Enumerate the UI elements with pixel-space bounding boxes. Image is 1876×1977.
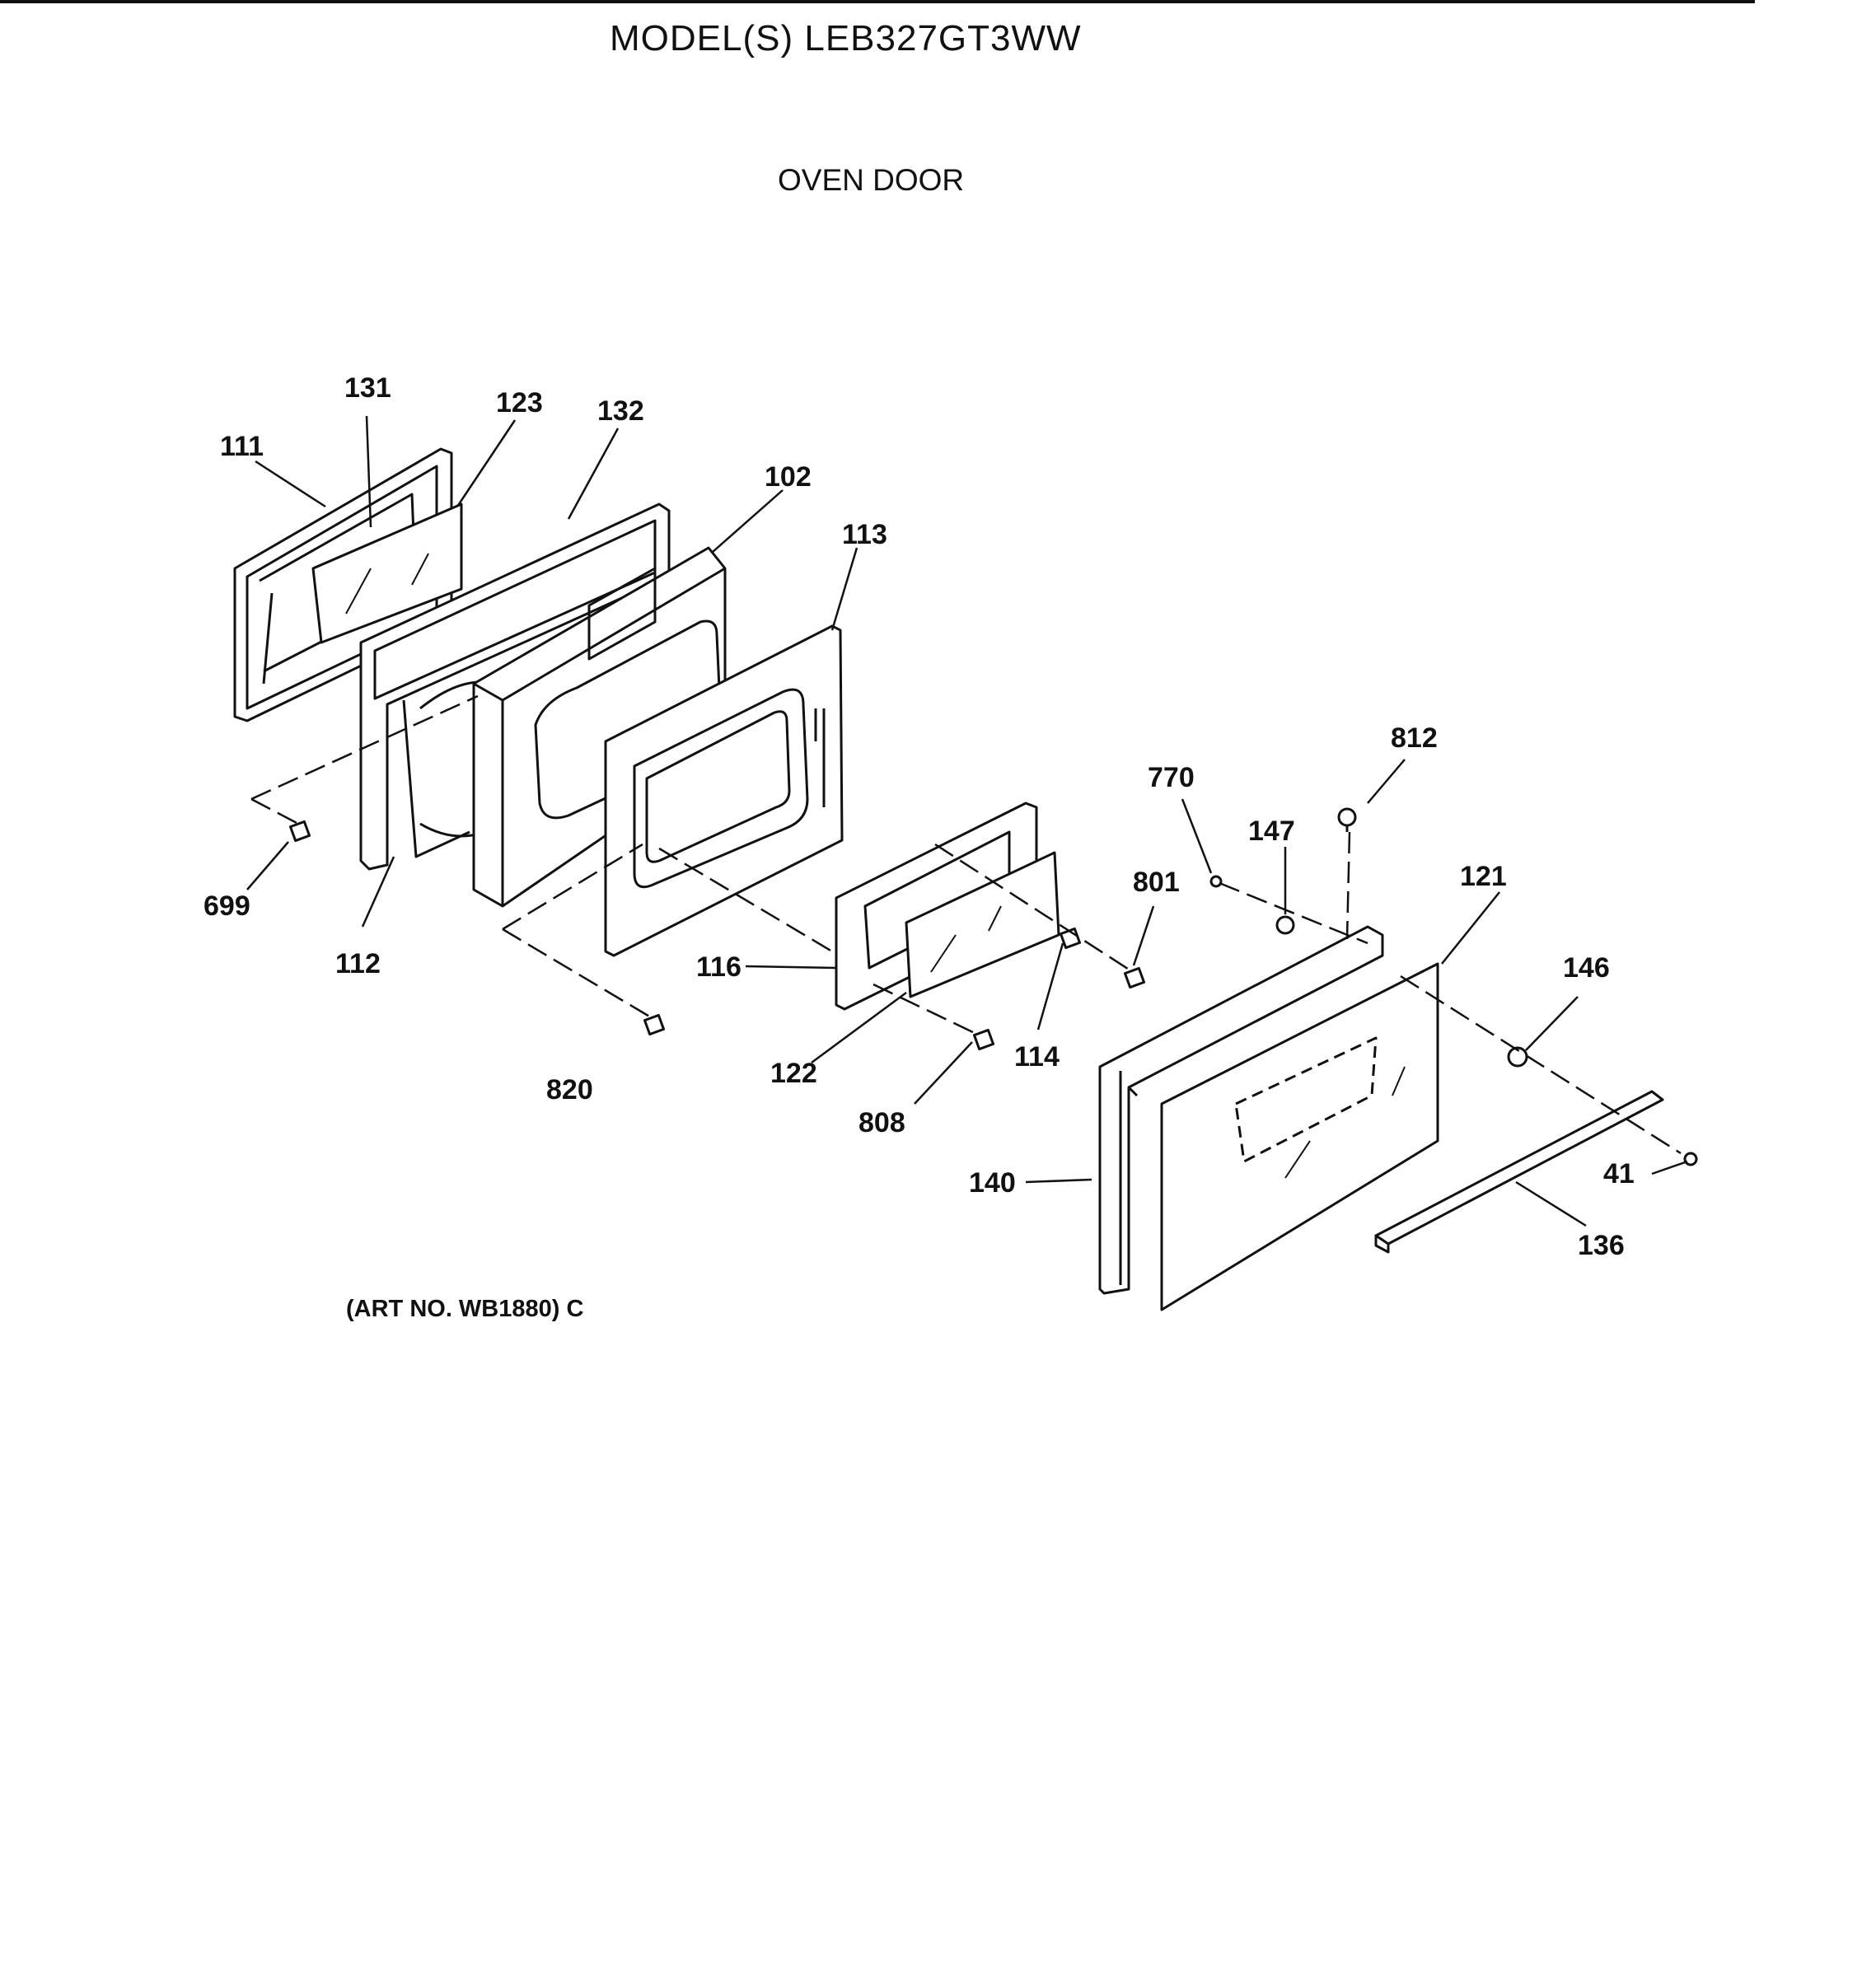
callout-131: 131 bbox=[344, 372, 391, 404]
callout-820: 820 bbox=[546, 1074, 593, 1105]
leader-lines bbox=[246, 415, 1688, 1227]
callout-132: 132 bbox=[597, 395, 644, 427]
callout-122: 122 bbox=[770, 1058, 817, 1089]
callout-116: 116 bbox=[696, 951, 742, 983]
part-122-glass bbox=[905, 851, 1060, 998]
callout-699: 699 bbox=[204, 890, 250, 922]
callout-labels: 111 131 123 132 102 113 699 112 116 820 … bbox=[204, 372, 1635, 1261]
callout-770: 770 bbox=[1148, 762, 1195, 793]
part-131-glass bbox=[311, 502, 463, 644]
part-121-outer-glass bbox=[1160, 962, 1439, 1311]
callout-812: 812 bbox=[1391, 722, 1438, 754]
callout-112: 112 bbox=[335, 948, 381, 979]
callout-41: 41 bbox=[1603, 1158, 1635, 1189]
section-title: OVEN DOOR bbox=[778, 163, 965, 197]
callout-111: 111 bbox=[220, 431, 264, 462]
callout-114: 114 bbox=[1014, 1041, 1060, 1073]
callout-147: 147 bbox=[1248, 816, 1295, 847]
callout-146: 146 bbox=[1563, 952, 1610, 984]
callout-123: 123 bbox=[496, 387, 543, 418]
callout-801: 801 bbox=[1133, 867, 1180, 898]
callout-136: 136 bbox=[1578, 1230, 1625, 1261]
assembly-lines bbox=[250, 694, 1682, 1155]
part-136-trim-strip bbox=[1374, 1090, 1664, 1254]
callout-121: 121 bbox=[1460, 861, 1507, 892]
callout-113: 113 bbox=[842, 519, 887, 550]
callout-808: 808 bbox=[858, 1107, 905, 1138]
part-140-outer-frame bbox=[1098, 925, 1384, 1295]
callout-102: 102 bbox=[765, 461, 812, 493]
part-113-door-panel bbox=[604, 624, 844, 957]
top-rule bbox=[0, 0, 1755, 3]
callout-140: 140 bbox=[969, 1167, 1016, 1199]
art-number: (ART NO. WB1880) C bbox=[346, 1296, 584, 1322]
model-title: MODEL(S) LEB327GT3WW bbox=[610, 18, 1082, 58]
